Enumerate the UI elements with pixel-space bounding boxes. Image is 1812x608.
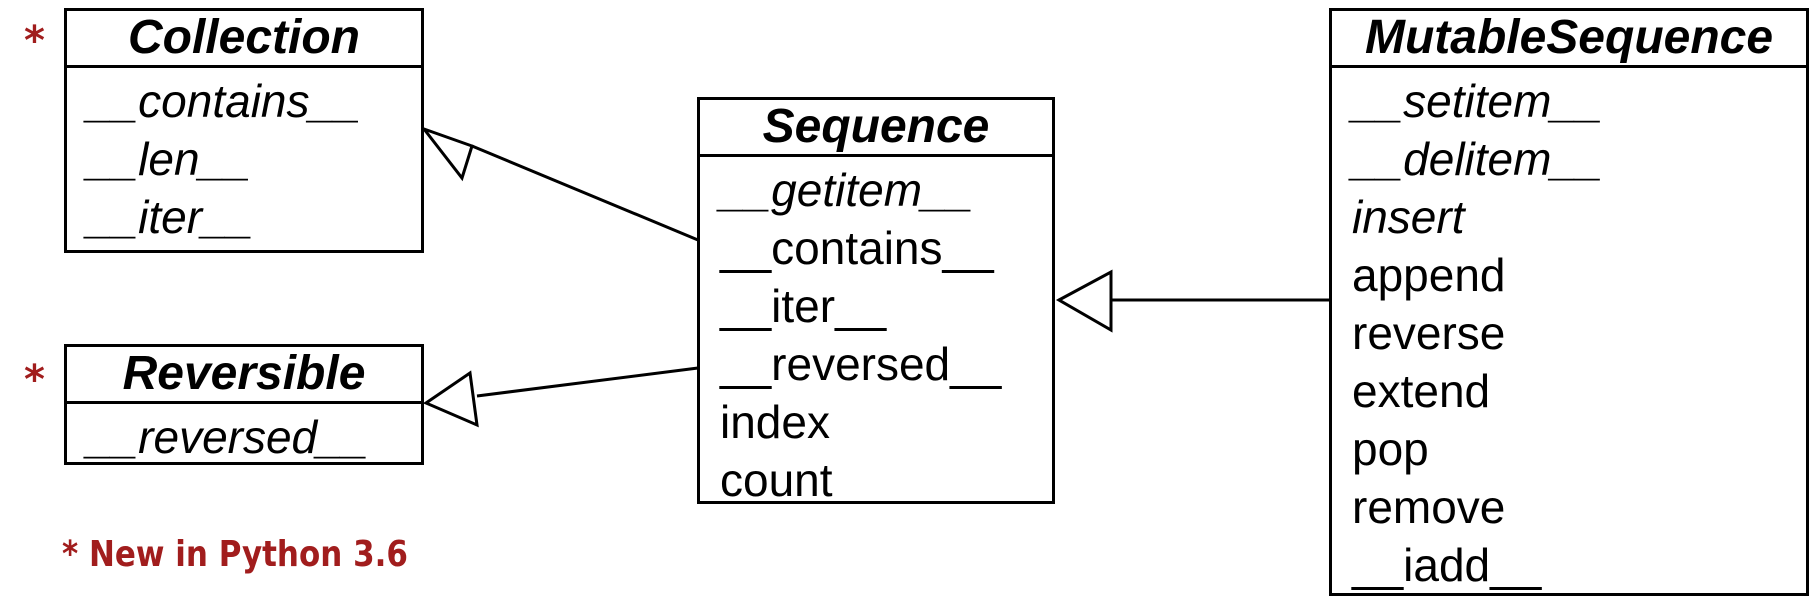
class-name-mutable-sequence: MutableSequence xyxy=(1332,11,1806,68)
method-iadd: __iadd__ xyxy=(1352,539,1542,591)
method-getitem: __getitem__ xyxy=(720,164,974,216)
class-sequence: Sequence __getitem__ __contains__ __iter… xyxy=(697,97,1055,506)
method-reverse: reverse xyxy=(1352,307,1506,359)
method-contains: __contains__ xyxy=(87,75,361,127)
method-reversed: __reversed__ xyxy=(720,338,1002,390)
method-extend: extend xyxy=(1352,365,1491,417)
method-list-reversible: __reversed__ xyxy=(67,404,421,466)
edge-sequence-collection xyxy=(471,144,699,242)
method-list-sequence: __getitem__ __contains__ __iter__ __reve… xyxy=(700,157,1052,509)
class-name-reversible: Reversible xyxy=(67,347,421,404)
method-pop: pop xyxy=(1352,423,1429,475)
footnote-new-in-python-36: * New in Python 3.6 xyxy=(62,534,408,575)
new-marker-collection: * xyxy=(24,18,45,64)
method-len: __len__ xyxy=(87,133,251,185)
method-reversed: __reversed__ xyxy=(87,411,369,463)
method-list-collection: __contains__ __len__ __iter__ xyxy=(67,68,421,246)
method-index: index xyxy=(720,396,830,448)
method-contains: __contains__ xyxy=(720,222,994,274)
method-setitem: __setitem__ xyxy=(1352,75,1603,127)
method-iter: __iter__ xyxy=(87,191,254,243)
class-mutable-sequence: MutableSequence __setitem__ __delitem__ … xyxy=(1329,8,1809,596)
inheritance-arrowhead-collection xyxy=(419,125,474,182)
method-insert: insert xyxy=(1352,191,1465,243)
method-count: count xyxy=(720,454,833,506)
method-list-mutable-sequence: __setitem__ __delitem__ insert append re… xyxy=(1332,68,1806,594)
class-collection: Collection __contains__ __len__ __iter__ xyxy=(64,8,424,253)
method-delitem: __delitem__ xyxy=(1352,133,1603,185)
edge-sequence-reversible xyxy=(476,366,699,398)
class-name-collection: Collection xyxy=(67,11,421,68)
method-append: append xyxy=(1352,249,1506,301)
class-reversible: Reversible __reversed__ xyxy=(64,344,424,465)
class-name-sequence: Sequence xyxy=(700,100,1052,157)
inheritance-arrowhead-reversible xyxy=(422,370,479,428)
method-remove: remove xyxy=(1352,481,1506,533)
inheritance-arrowhead-sequence xyxy=(1055,269,1113,333)
method-iter: __iter__ xyxy=(720,280,887,332)
new-marker-reversible: * xyxy=(24,357,45,403)
